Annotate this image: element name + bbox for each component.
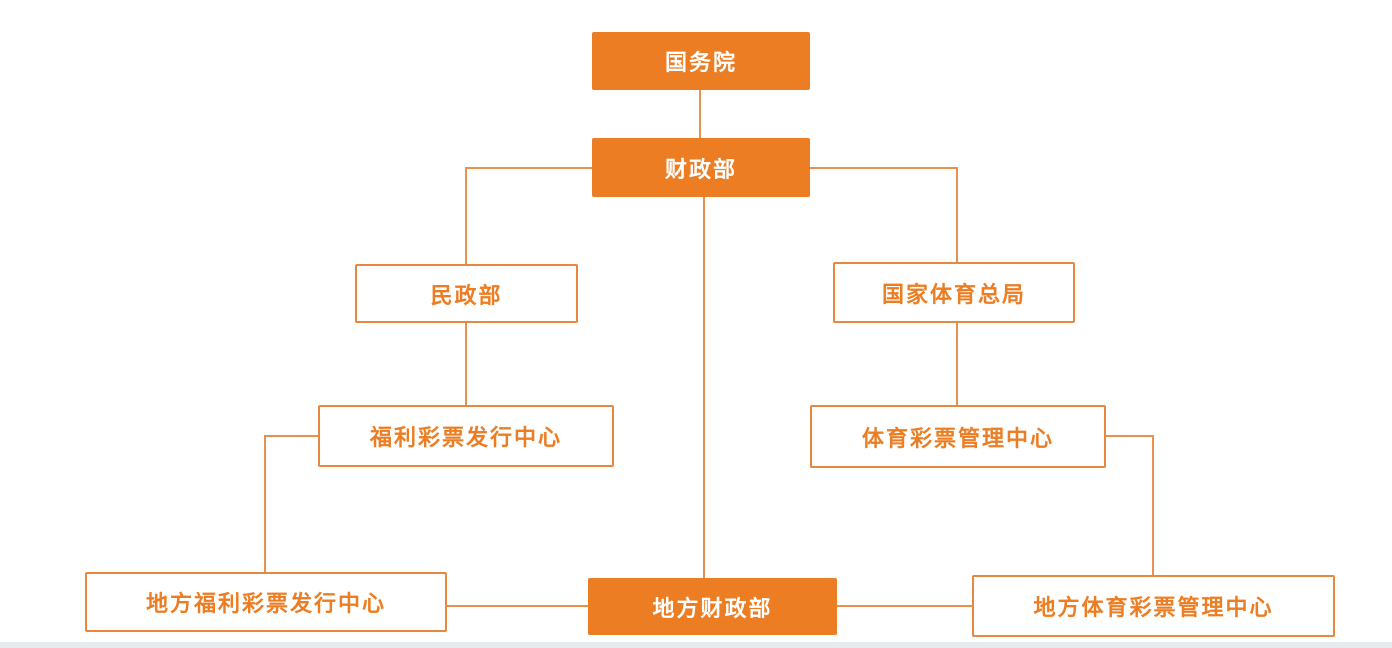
node-local-sports-lottery-administration-center: 地方体育彩票管理中心 (972, 575, 1335, 637)
node-ministry-of-finance-label: 财政部 (664, 156, 737, 182)
connector-welfare-center-to-local-welfare-vertical (264, 435, 266, 572)
node-ministry-of-civil-affairs-label: 民政部 (430, 282, 503, 308)
node-welfare-lottery-issuance-center-label: 福利彩票发行中心 (369, 425, 562, 450)
node-general-administration-of-sport: 国家体育总局 (833, 262, 1075, 323)
connector-sport-to-sports-center (956, 323, 958, 405)
node-welfare-lottery-issuance-center: 福利彩票发行中心 (318, 405, 614, 467)
node-local-finance-department: 地方财政部 (588, 578, 837, 635)
node-sports-lottery-administration-center: 体育彩票管理中心 (810, 405, 1106, 468)
connector-state-council-to-finance (699, 90, 701, 138)
connector-sports-center-to-local-sports-horizontal (1105, 435, 1154, 437)
connector-finance-to-sport-horizontal (810, 167, 957, 169)
connector-civil-affairs-to-welfare-center (465, 323, 467, 405)
connector-local-finance-to-local-sports (837, 605, 972, 607)
connector-sports-center-to-local-sports-vertical (1152, 435, 1154, 575)
connector-local-welfare-to-local-finance (447, 605, 588, 607)
connector-finance-to-sport-vertical (956, 167, 958, 262)
connector-finance-to-local-finance (703, 197, 705, 578)
node-ministry-of-civil-affairs: 民政部 (355, 264, 578, 323)
bottom-edge-strip (0, 642, 1392, 648)
node-sports-lottery-administration-center-label: 体育彩票管理中心 (861, 425, 1054, 451)
node-general-administration-of-sport-label: 国家体育总局 (881, 281, 1026, 307)
node-local-welfare-lottery-issuance-center: 地方福利彩票发行中心 (85, 572, 447, 632)
node-local-sports-lottery-administration-center-label: 地方体育彩票管理中心 (1033, 595, 1274, 620)
connector-finance-to-civil-affairs-vertical (465, 167, 467, 264)
connector-welfare-center-to-local-welfare-horizontal (264, 435, 318, 437)
connector-finance-to-civil-affairs-horizontal (465, 167, 593, 169)
node-local-welfare-lottery-issuance-center-label: 地方福利彩票发行中心 (145, 591, 386, 616)
node-local-finance-department-label: 地方财政部 (652, 595, 773, 621)
node-state-council-label: 国务院 (664, 50, 737, 75)
node-state-council: 国务院 (592, 32, 810, 90)
node-ministry-of-finance: 财政部 (592, 138, 810, 197)
